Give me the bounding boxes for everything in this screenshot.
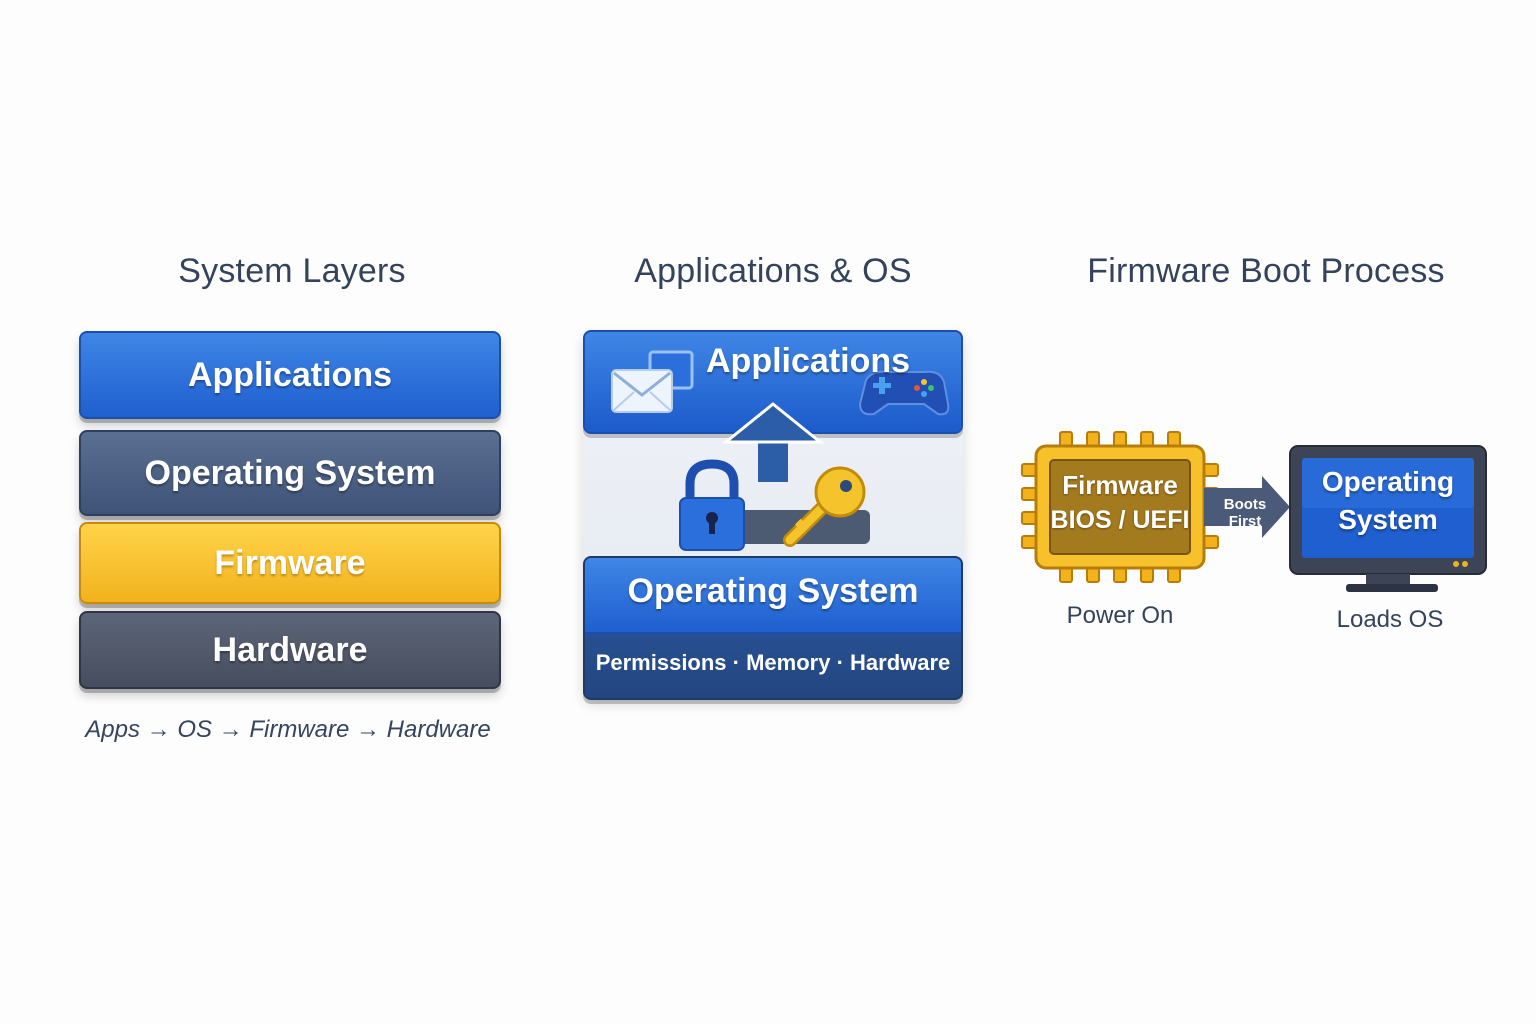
loads-os-caption: Loads OS bbox=[1336, 606, 1444, 633]
key-icon bbox=[783, 466, 866, 547]
up-arrow-icon bbox=[721, 402, 825, 482]
apps-os-title: Applications & OS bbox=[634, 252, 912, 290]
os-block-top bbox=[585, 558, 961, 634]
chip-label-firmware: Firmware bbox=[1062, 470, 1178, 500]
layer-operating-system: Operating System bbox=[79, 430, 501, 516]
layer-hardware: Hardware bbox=[79, 611, 501, 689]
monitor-label-operating: Operating bbox=[1321, 466, 1455, 497]
layer-applications: Applications bbox=[79, 331, 501, 419]
system-layers-title: System Layers bbox=[178, 252, 406, 290]
monitor-label-system: System bbox=[1338, 504, 1438, 535]
firmware-boot-title: Firmware Boot Process bbox=[1087, 252, 1445, 290]
layer-firmware: Firmware bbox=[79, 522, 501, 604]
gamepad-icon bbox=[858, 370, 950, 416]
monitor-icon bbox=[1289, 445, 1487, 592]
os-block-subtext: Permissions · Memory · Hardware bbox=[595, 650, 951, 675]
chip-icon bbox=[1021, 431, 1219, 583]
os-block bbox=[583, 556, 963, 700]
chip-label-bios-uefi: BIOS / UEFI bbox=[1050, 506, 1190, 534]
layer-flow-caption: Apps → OS → Firmware → Hardware bbox=[85, 716, 491, 743]
boots-first-label: Boots First bbox=[1223, 496, 1267, 530]
padlock-icon bbox=[679, 459, 745, 551]
arrow-right-icon bbox=[1204, 476, 1290, 538]
mail-icon bbox=[611, 369, 673, 413]
os-block-label: Operating System bbox=[627, 572, 919, 610]
power-on-caption: Power On bbox=[1066, 602, 1174, 629]
apps-block-label: Applications bbox=[706, 342, 911, 380]
